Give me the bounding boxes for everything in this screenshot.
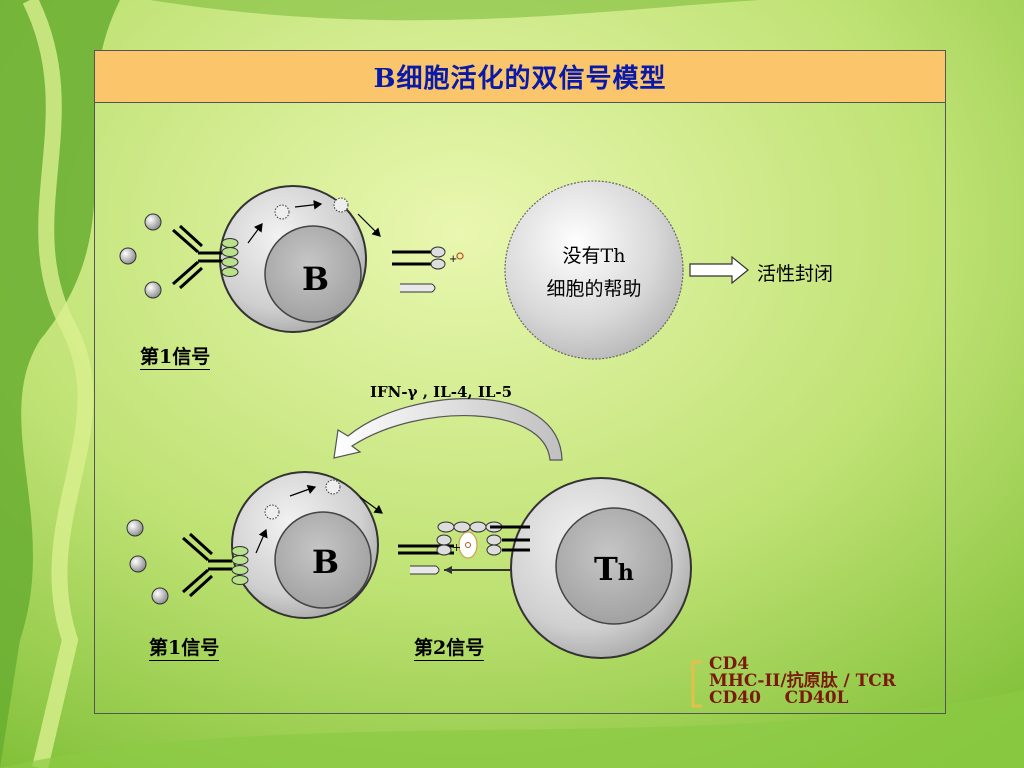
bcr-arm-icon — [172, 224, 204, 254]
result-arrow-icon — [689, 255, 749, 285]
no-th-help-circle — [504, 180, 684, 360]
antigen-granule-icon — [333, 197, 349, 213]
top-mhc-cd40: + — [392, 246, 464, 293]
result-anergy-label: 活性封闭 — [757, 263, 834, 285]
bottom-signal1-label: 第1信号 — [149, 637, 220, 661]
bottom-bcr — [126, 519, 249, 605]
bcr-arm-icon — [172, 260, 204, 290]
slide-frame: B细胞活化的双信号模型 — [94, 50, 946, 714]
th-cell-nucleus — [555, 507, 673, 625]
no-th-text-line1: 没有Th — [562, 245, 626, 267]
top-b-cell-label: B — [302, 260, 330, 298]
antigen-ball-icon — [151, 587, 169, 605]
antigen-granule-icon — [264, 504, 280, 520]
top-bcr — [119, 213, 239, 299]
legend-line-cd4: CD4 — [709, 654, 750, 674]
antigen-ball-icon — [119, 247, 137, 265]
b-cell-nucleus — [264, 225, 362, 323]
internalize-arrow-icon — [247, 223, 263, 244]
antigen-granule-icon — [325, 479, 341, 495]
cytokines-label: IFN-γ , IL-4, IL-5 — [370, 383, 513, 401]
bottom-b-cell — [231, 471, 383, 619]
antigen-ball-icon — [144, 281, 162, 299]
top-signal1-label: 第1信号 — [140, 346, 211, 370]
legend-line-mhc-tcr: MHC-II/抗原肽 / TCR — [709, 671, 896, 691]
peptide-plus-icon: + — [449, 254, 457, 265]
legend-bracket-icon — [691, 660, 702, 708]
slide-title: B细胞活化的双信号模型 — [373, 64, 667, 94]
antigen-ball-icon — [129, 555, 147, 573]
bottom-b-cell-label: B — [312, 543, 340, 581]
process-arrow-icon — [294, 200, 323, 210]
no-th-text-line2: 细胞的帮助 — [546, 278, 642, 300]
present-arrow-icon — [357, 213, 381, 237]
svg-text:+: + — [452, 541, 461, 554]
title-bar: B细胞活化的双信号模型 — [95, 51, 945, 103]
immune-synapse: + — [398, 521, 530, 575]
legend: CD4 MHC-II/抗原肽 / TCR CD40 CD40L — [709, 656, 896, 707]
cytokine-curved-arrow-icon — [333, 398, 563, 461]
antigen-ball-icon — [144, 213, 162, 231]
th-cell-label: Th — [594, 550, 634, 588]
legend-line-cd40: CD40 CD40L — [709, 688, 849, 708]
th-cell — [510, 477, 692, 659]
top-b-cell — [219, 185, 381, 333]
b-cell-nucleus — [274, 511, 372, 609]
antigen-ball-icon — [126, 519, 144, 537]
antigen-granule-icon — [274, 204, 290, 220]
signal2-label: 第2信号 — [414, 637, 485, 661]
